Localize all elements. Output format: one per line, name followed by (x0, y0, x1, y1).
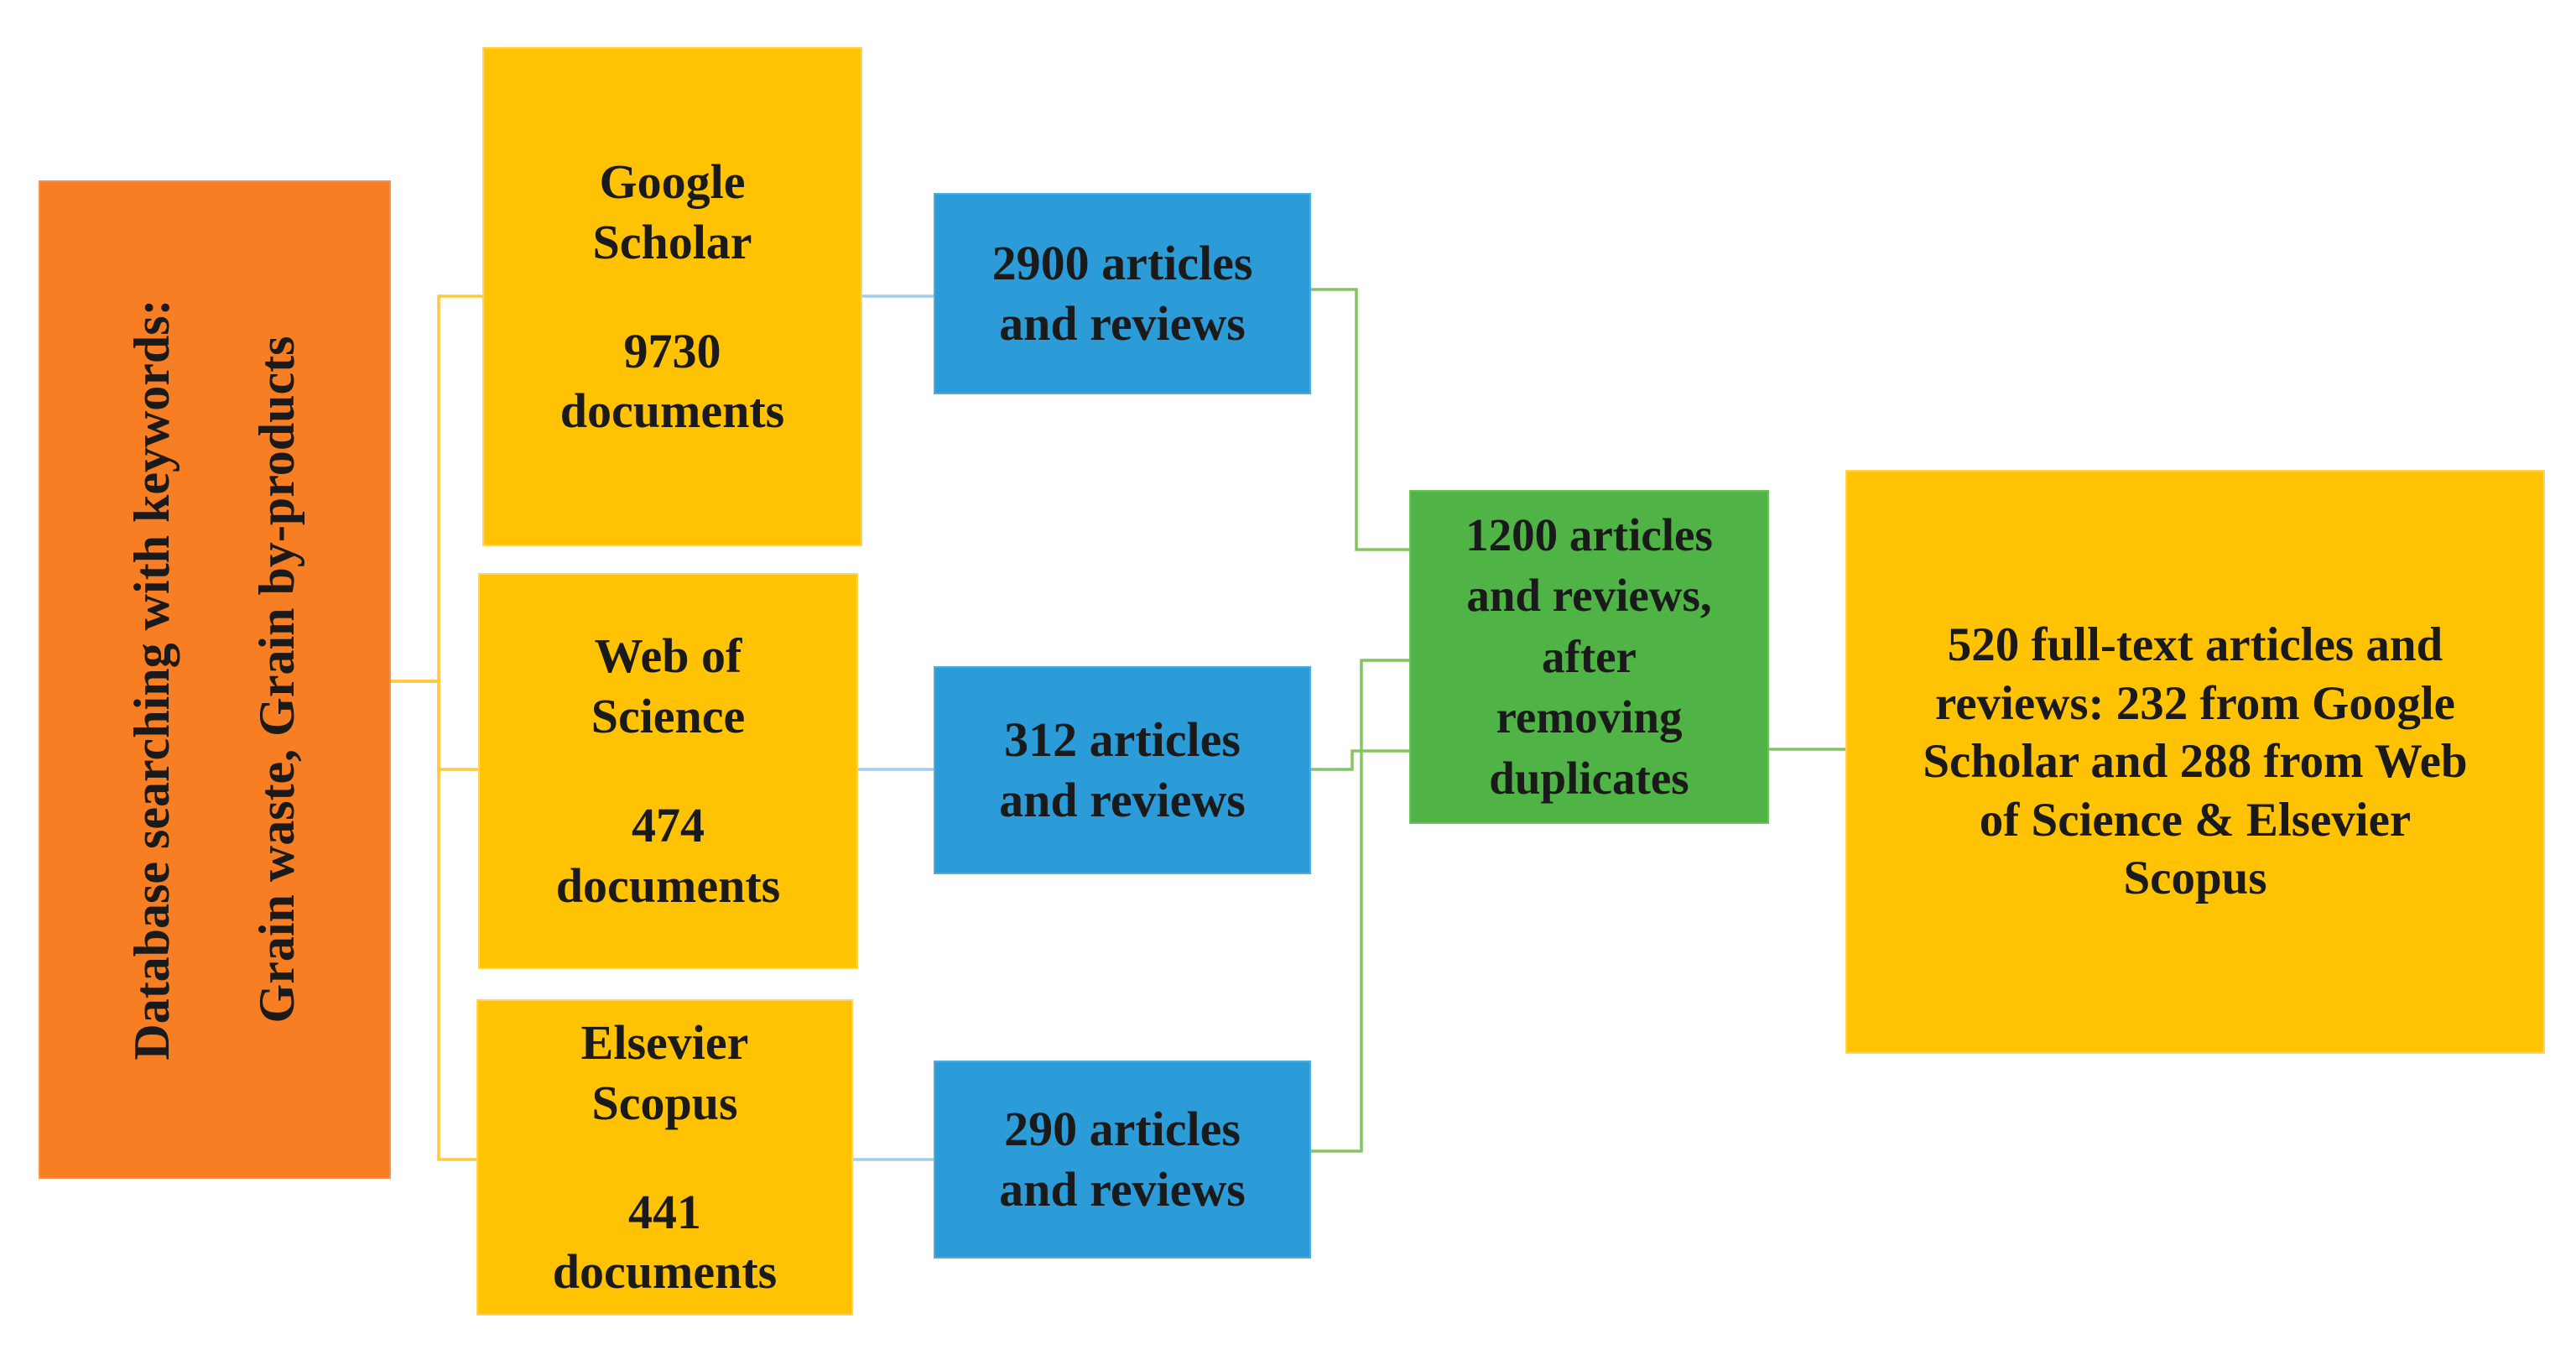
elsevier-scopus-count: 441 documents (552, 1184, 778, 1300)
connector-source-to-elsevier-scopus (391, 680, 476, 1161)
web-of-science-title: Web of Science (591, 628, 746, 744)
final-selection-label: 520 full-text articles and reviews: 232 … (1923, 618, 2468, 905)
google-scholar-screened-box: 2900 articles and reviews (934, 193, 1311, 394)
source-keywords-box: Database searching with keywords: Grain … (39, 180, 391, 1179)
google-scholar-screened-label: 2900 articles and reviews (991, 236, 1253, 351)
web-of-science-count: 474 documents (555, 798, 781, 913)
google-scholar-title: Google Scholar (592, 154, 752, 269)
keywords-line-2: Grain waste, Grain by-products (249, 336, 304, 1024)
web-of-science-screened-label: 312 articles and reviews (999, 712, 1246, 827)
connector-source-to-web-of-science (391, 680, 478, 771)
google-scholar-count: 9730 documents (559, 323, 785, 439)
web-of-science-box: Web of Science 474 documents (478, 573, 858, 969)
connector-screened2-to-deduplicated (1311, 749, 1409, 771)
elsevier-scopus-screened-box: 290 articles and reviews (934, 1061, 1311, 1259)
source-keywords-rotated-text: Database searching with keywords: Grain … (39, 180, 391, 1179)
deduplicated-box: 1200 articles and reviews, after removin… (1409, 490, 1769, 824)
connector-screened3-to-deduplicated (1311, 659, 1409, 1153)
elsevier-scopus-screened-label: 290 articles and reviews (999, 1102, 1246, 1217)
google-scholar-box: Google Scholar 9730 documents (482, 47, 862, 546)
connector-source-to-google-scholar (391, 294, 482, 683)
deduplicated-label: 1200 articles and reviews, after removin… (1465, 508, 1713, 804)
elsevier-scopus-box: Elsevier Scopus 441 documents (476, 999, 853, 1316)
elsevier-scopus-title: Elsevier Scopus (580, 1014, 749, 1130)
final-selection-box: 520 full-text articles and reviews: 232 … (1845, 470, 2545, 1054)
keywords-line-1: Database searching with keywords: (124, 299, 180, 1061)
connector-screened1-to-deduplicated (1311, 288, 1409, 551)
web-of-science-screened-box: 312 articles and reviews (934, 666, 1311, 874)
